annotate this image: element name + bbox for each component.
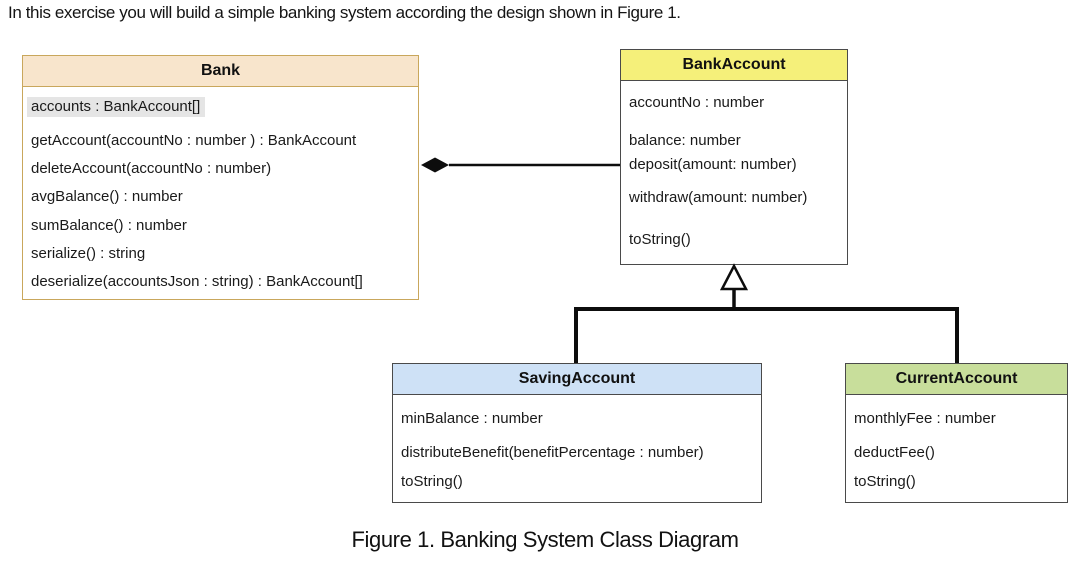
- class-body-bank: accounts : BankAccount[] getAccount(acco…: [23, 97, 418, 292]
- bankaccount-attribute-balance: balance: number: [629, 132, 741, 149]
- savingaccount-method-distributebenefit: distributeBenefit(benefitPercentage : nu…: [401, 444, 704, 461]
- class-box-bank: Bank accounts : BankAccount[] getAccount…: [22, 55, 419, 300]
- bank-method-sumbalance: sumBalance() : number: [31, 217, 187, 234]
- hollow-triangle-icon: [719, 263, 749, 291]
- bank-method-getaccount: getAccount(accountNo : number ) : BankAc…: [31, 132, 357, 149]
- inheritance-link-subclasses: [574, 307, 959, 363]
- selected-attribute-highlight: accounts : BankAccount[]: [27, 97, 206, 117]
- currentaccount-attribute-monthlyfee: monthlyFee : number: [854, 410, 996, 427]
- class-title-currentaccount: CurrentAccount: [846, 364, 1067, 395]
- bankaccount-method-withdraw: withdraw(amount: number): [629, 189, 808, 206]
- class-body-bankaccount: accountNo : number balance: number depos…: [621, 93, 847, 250]
- bankaccount-attribute-accountno: accountNo : number: [629, 94, 765, 111]
- class-title-bankaccount: BankAccount: [621, 50, 847, 81]
- class-box-bankaccount: BankAccount accountNo : number balance: …: [620, 49, 848, 265]
- bank-method-serialize: serialize() : string: [31, 245, 146, 262]
- class-title-savingaccount: SavingAccount: [393, 364, 761, 395]
- savingaccount-attribute-minbalance: minBalance : number: [401, 410, 543, 427]
- filled-diamond-icon: [421, 157, 449, 173]
- class-title-bank: Bank: [23, 56, 418, 87]
- class-box-savingaccount: SavingAccount minBalance : number distri…: [392, 363, 762, 503]
- bankaccount-method-tostring: toString(): [629, 231, 691, 248]
- class-body-currentaccount: monthlyFee : number deductFee() toString…: [846, 409, 1067, 492]
- class-body-savingaccount: minBalance : number distributeBenefit(be…: [393, 409, 761, 492]
- savingaccount-method-tostring: toString(): [401, 473, 463, 490]
- intro-text: In this exercise you will build a simple…: [8, 3, 681, 22]
- bank-method-deleteaccount: deleteAccount(accountNo : number): [31, 160, 272, 177]
- bank-attribute-accounts: accounts : BankAccount[]: [27, 97, 418, 117]
- currentaccount-method-tostring: toString(): [854, 473, 916, 490]
- figure-caption: Figure 1. Banking System Class Diagram: [351, 527, 739, 552]
- bankaccount-method-deposit: deposit(amount: number): [629, 156, 797, 173]
- bank-method-avgbalance: avgBalance() : number: [31, 188, 183, 205]
- currentaccount-method-deductfee: deductFee(): [854, 444, 935, 461]
- bank-method-deserialize: deserialize(accountsJson : string) : Ban…: [31, 273, 363, 290]
- class-box-currentaccount: CurrentAccount monthlyFee : number deduc…: [845, 363, 1068, 503]
